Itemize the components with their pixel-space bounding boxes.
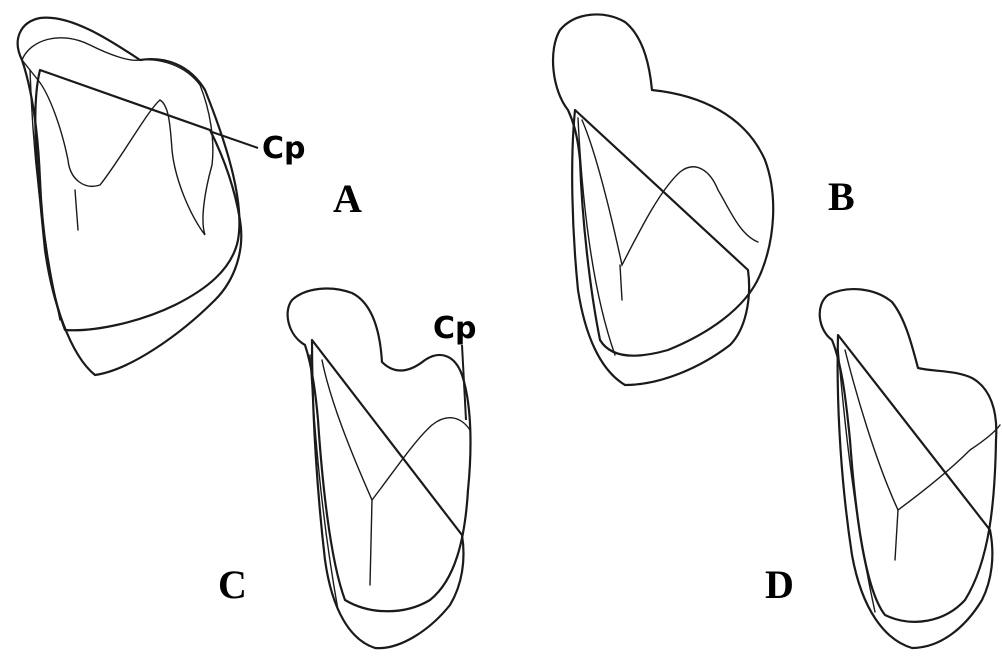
tooth-a-cp-leader [212,132,258,148]
tooth-b-body [553,14,773,355]
panel-label-c: C [218,562,247,607]
tooth-a-cp-label: Cp [262,131,306,166]
tooth-c-ridge [370,500,372,585]
tooth-c-cp-label: Cp [433,311,477,346]
tooth-d [820,289,1000,648]
tooth-a [18,18,258,375]
tooth-a-body [18,18,240,331]
tooth-c-root [312,340,464,648]
tooth-d-ridge [895,510,898,560]
tooth-d-root [838,335,993,648]
tooth-a-ridge [75,190,78,230]
tooth-b-root [572,110,749,385]
panel-label-b: B [828,174,855,219]
tooth-d-body [820,289,997,622]
tooth-c-cp-leader [462,345,466,420]
tooth-b-ridge [620,265,622,300]
panel-label-a: A [333,176,362,221]
tooth-b [553,14,773,385]
panel-label-d: D [765,562,794,607]
